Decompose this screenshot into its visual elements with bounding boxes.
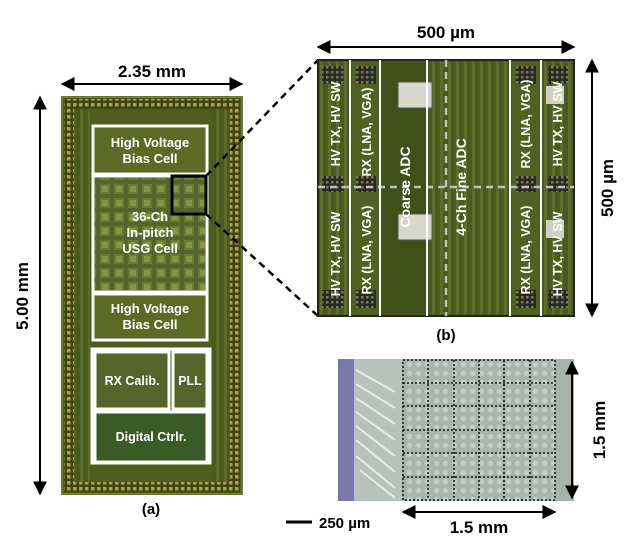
rx-calib-label: RX Calib. xyxy=(105,374,160,388)
zoom-line-bottom xyxy=(205,213,319,317)
block-hv-bias-bottom xyxy=(91,292,209,342)
hv-bias-top-line1: High Voltage xyxy=(111,135,189,150)
dim-label-b-height: 500 µm xyxy=(598,159,617,217)
digital-ctrl-label: Digital Ctrlr. xyxy=(116,430,187,444)
dim-label-c-height: 1.5 mm xyxy=(590,401,609,460)
block-digital-ctrl xyxy=(93,410,209,464)
routing-left xyxy=(74,109,90,482)
caption-b: (b) xyxy=(436,327,455,344)
panel-c: 250 µm 1.5 mm 1.5 mm xyxy=(286,359,609,537)
usg-line2: In-pitch xyxy=(127,225,174,240)
usg-line1: 36-Ch xyxy=(132,209,168,224)
hv-bias-bottom-line2: Bias Cell xyxy=(123,317,178,332)
label-rx-br: RX (LNA, VGA) xyxy=(519,206,533,295)
dim-label-b-width: 500 µm xyxy=(417,23,475,42)
wire-bonds xyxy=(355,369,396,499)
block-usg-cell xyxy=(91,174,209,294)
caption-a: (a) xyxy=(142,501,160,518)
pad-ring-right xyxy=(230,109,240,482)
usg-line3: USG Cell xyxy=(122,241,178,256)
label-coarse-adc: Coarse ADC xyxy=(397,146,413,227)
label-hv-tx-sw-tl: HV TX, HV SW xyxy=(329,81,343,166)
zoom-line-top xyxy=(205,59,319,177)
dim-label-a-height: 5.00 mm xyxy=(13,262,32,330)
label-hv-tx-sw-tr: HV TX, HV SW xyxy=(551,81,565,166)
routing-right xyxy=(212,109,230,482)
pad-ring-left xyxy=(64,109,74,482)
label-rx-bl: RX (LNA, VGA) xyxy=(360,206,374,295)
label-rx-tr: RX (LNA, VGA) xyxy=(519,80,533,169)
pad-ring-top xyxy=(64,99,240,109)
panel-a: High Voltage Bias Cell 36-Ch In-pitch US… xyxy=(13,62,244,518)
array-grid xyxy=(402,359,556,501)
block-pll xyxy=(171,350,209,411)
block-rx-calib xyxy=(93,350,171,411)
dim-label-a-width: 2.35 mm xyxy=(118,62,186,81)
pad-ring-bottom xyxy=(64,482,240,492)
hv-bias-top-line2: Bias Cell xyxy=(123,151,178,166)
label-fine-adc: 4-Ch Fine ADC xyxy=(453,138,469,235)
panel-b: HV TX, HV SW HV TX, HV SW RX (LNA, VGA) … xyxy=(316,23,617,344)
label-hv-tx-sw-br: HV TX, HV SW xyxy=(551,211,565,296)
block-hv-bias-top xyxy=(91,124,209,176)
dim-label-c-width: 1.5 mm xyxy=(450,518,509,537)
pll-label: PLL xyxy=(178,374,202,388)
label-rx-tl: RX (LNA, VGA) xyxy=(360,88,374,177)
scale-bar-label: 250 µm xyxy=(319,515,370,532)
hv-bias-bottom-line1: High Voltage xyxy=(111,301,189,316)
zoom-box xyxy=(170,174,208,216)
label-hv-tx-sw-bl: HV TX, HV SW xyxy=(329,211,343,296)
